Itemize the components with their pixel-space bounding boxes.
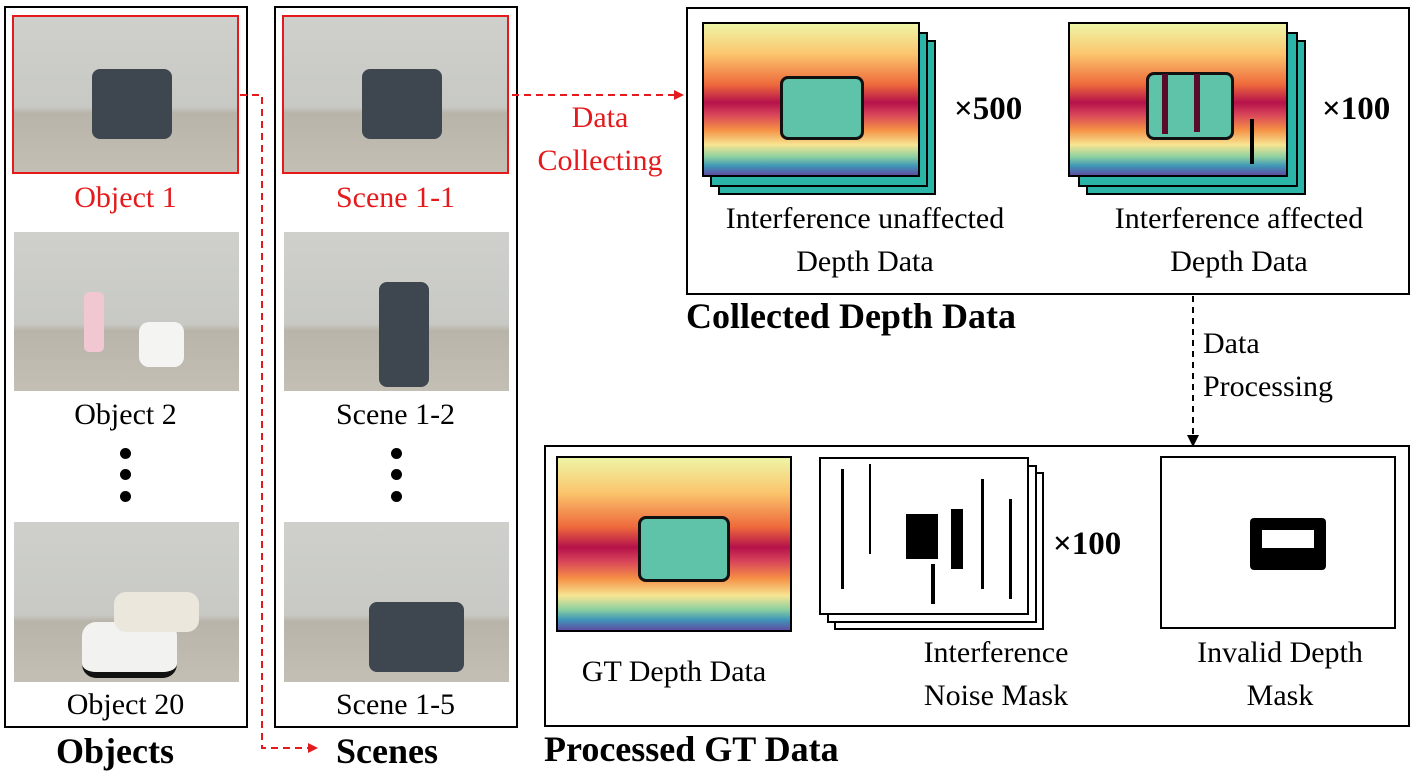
object-2-label: Object 2 [74,398,177,431]
object-20-label: Object 20 [66,688,185,721]
invalid-mask-caption: Invalid Depth Mask [1197,636,1363,712]
object-depth-silhouette [1146,72,1234,140]
noise-streak [981,479,984,589]
object-20-photo[interactable] [14,522,239,682]
gt-caption: GT Depth Data [581,655,767,688]
noise-streak [906,514,938,559]
invalid-region-hole [1262,530,1314,548]
bottle-icon [84,292,104,352]
unaffected-caption: Interference unaffected Depth Data [725,202,1005,278]
unaffected-multiplier: ×500 [954,91,1023,127]
case-icon [92,69,172,139]
noise-mask-caption: Interference Noise Mask [923,636,1069,712]
noise-streak [1194,74,1200,132]
noise-streak [931,564,935,604]
ellipsis-dot [391,448,402,459]
object-depth-silhouette [780,76,864,140]
interference-noise-mask[interactable] [819,457,1029,615]
object-depth-silhouette [638,516,730,582]
noise-streak [869,464,871,554]
noise-mask-multiplier: ×100 [1053,526,1122,562]
scene-1-5-photo[interactable] [284,522,509,682]
invalid-depth-mask[interactable] [1160,456,1396,629]
kettle-icon [139,322,184,367]
noise-streak [951,509,963,569]
ellipsis-dot [391,469,402,480]
affected-caption: Interference affected Depth Data [1114,202,1364,278]
noise-streak [1250,119,1254,164]
processed-title: Processed GT Data [544,729,839,769]
ellipsis-dot [120,448,131,459]
noise-streak [1162,74,1168,134]
gt-depth-map[interactable] [556,456,792,632]
scene-1-2-label: Scene 1-2 [335,398,456,431]
object-2-photo[interactable] [14,232,239,391]
ellipsis-dot [120,469,131,480]
noise-streak [841,469,844,589]
noise-streak [1009,499,1012,599]
scene-1-2-photo[interactable] [284,232,509,391]
object-1-label: Object 1 [74,181,177,214]
affected-depth-map[interactable] [1068,22,1288,177]
collected-title: Collected Depth Data [686,296,1016,336]
object-1-photo[interactable] [12,15,239,174]
objects-title: Objects [56,731,174,771]
affected-multiplier: ×100 [1322,91,1391,127]
case-icon [369,602,464,672]
case-icon [379,282,429,387]
ellipsis-dot [120,491,131,502]
data-processing-label: Data Processing [1203,327,1333,403]
data-collecting-label: Data Collecting [537,101,663,177]
scene-1-1-photo[interactable] [282,15,509,174]
scenes-title: Scenes [336,731,438,771]
shoe-icon [114,592,199,632]
scene-1-5-label: Scene 1-5 [335,688,456,721]
case-icon [362,69,442,139]
ellipsis-dot [391,491,402,502]
unaffected-depth-map[interactable] [702,22,920,177]
scene-1-1-label: Scene 1-1 [335,181,456,214]
